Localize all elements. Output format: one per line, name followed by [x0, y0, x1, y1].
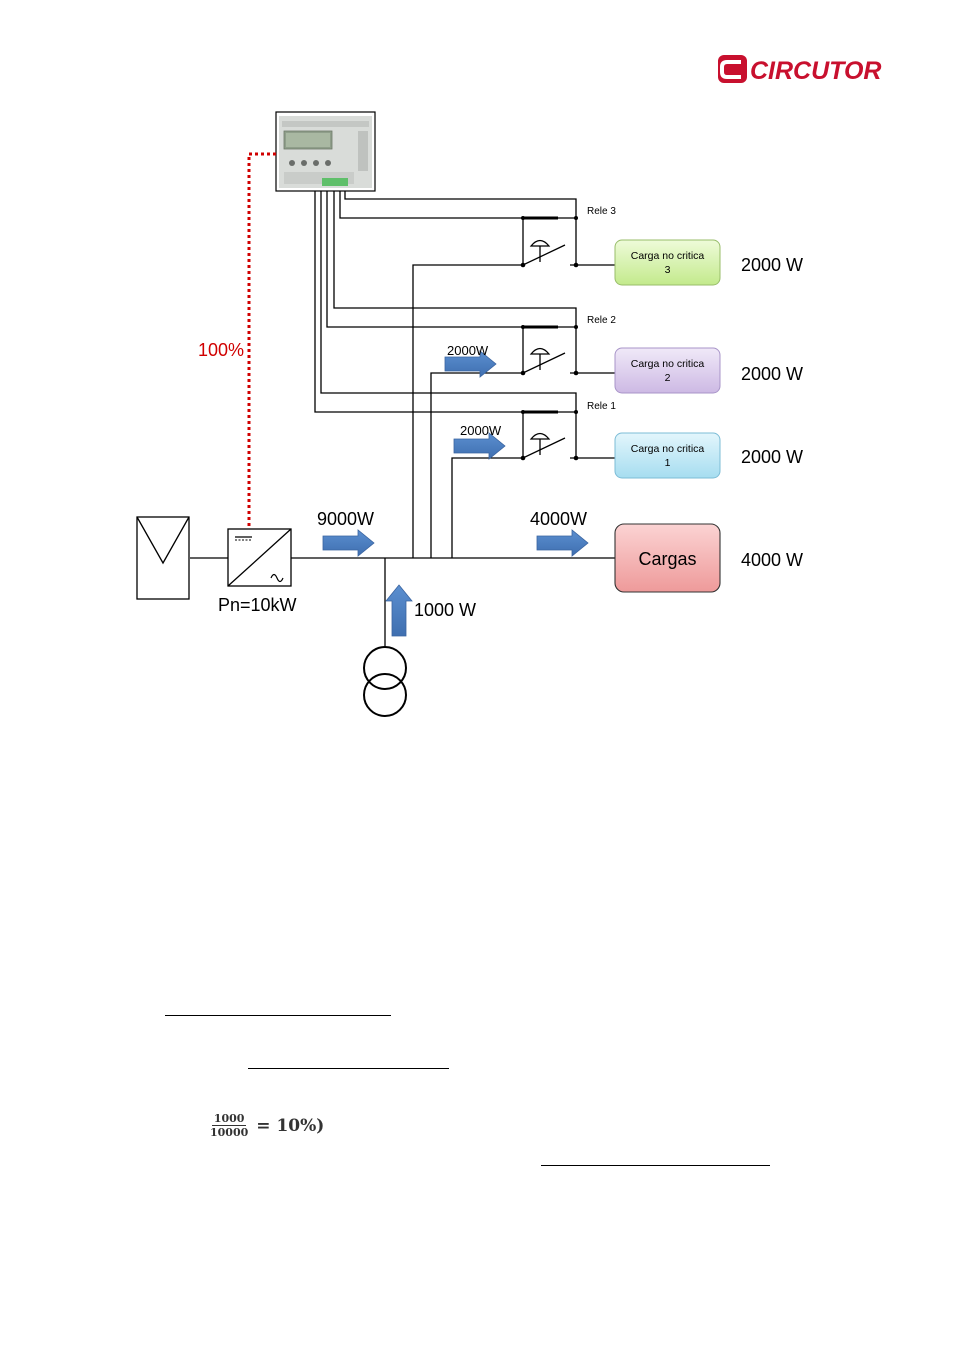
logo-mark-icon — [718, 55, 747, 83]
solar-panel-icon — [136, 516, 190, 600]
formula-numerator: 1000 — [211, 1112, 247, 1126]
main-load-box: Cargas — [614, 523, 721, 593]
transformer-icon — [363, 646, 407, 717]
relay-1-contact — [451, 410, 615, 558]
relay-1-label: Rele 1 — [587, 401, 616, 412]
underline-1 — [165, 1015, 391, 1016]
load-2-name: Carga no critica — [631, 358, 705, 370]
pv-flow-arrow-icon — [322, 529, 375, 557]
relay1-flow-label: 2000W — [460, 423, 502, 438]
grid-flow-label: 1000 W — [414, 600, 476, 620]
formula: 1000 10000 = 10%) — [208, 1112, 324, 1139]
load-1-name: Carga no critica — [631, 443, 705, 455]
relay-2-contact — [430, 325, 615, 558]
load-3-power: 2000 W — [741, 255, 803, 275]
load-1-power: 2000 W — [741, 447, 803, 467]
inverter-label: Pn=10kW — [218, 595, 297, 615]
load-box-1: Carga no critica 1 — [614, 432, 721, 479]
relay-3-contact — [412, 216, 615, 558]
main-load-name: Cargas — [638, 549, 696, 569]
relay2-flow-arrow-icon — [444, 350, 497, 378]
load-2-number: 2 — [665, 372, 671, 384]
logo-text: CIRCUTOR — [750, 57, 881, 85]
relay-3-label: Rele 3 — [587, 206, 616, 217]
control-signal-label: 100% — [198, 340, 244, 360]
load-1-number: 1 — [665, 457, 671, 469]
loads-flow-arrow-icon — [536, 529, 589, 557]
inverter-icon — [227, 528, 292, 587]
grid-flow-arrow-icon — [385, 584, 413, 637]
relay1-flow-arrow-icon — [453, 432, 506, 460]
circutor-logo: CIRCUTOR — [718, 55, 881, 85]
load-2-power: 2000 W — [741, 364, 803, 384]
formula-denominator: 10000 — [210, 1126, 249, 1139]
underline-3 — [541, 1165, 770, 1166]
formula-fraction: 1000 10000 — [208, 1112, 250, 1139]
relay-coils — [522, 216, 558, 414]
formula-result: = 10%) — [256, 1115, 325, 1136]
relay2-flow-label: 2000W — [447, 343, 489, 358]
control-wires — [314, 191, 577, 413]
control-signal-line — [247, 152, 276, 530]
load-3-name: Carga no critica — [631, 250, 705, 262]
load-box-2: Carga no critica 2 — [614, 347, 721, 394]
underline-2 — [248, 1068, 449, 1069]
relay-2-label: Rele 2 — [587, 315, 616, 326]
pv-flow-label: 9000W — [317, 509, 374, 529]
load-3-number: 3 — [665, 264, 671, 276]
main-load-power: 4000 W — [741, 550, 803, 570]
load-box-3: Carga no critica 3 — [614, 239, 721, 286]
cdp-controller-device-icon — [275, 111, 376, 192]
loads-flow-label: 4000W — [530, 509, 587, 529]
